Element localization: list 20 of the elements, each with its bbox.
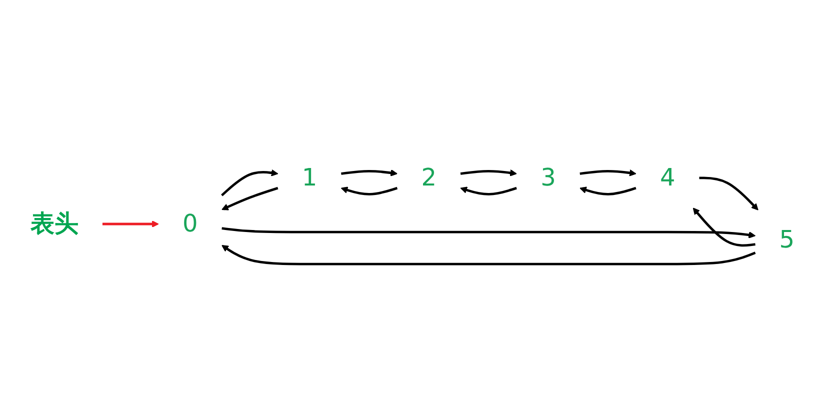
arrow [222,244,756,266]
node-text: 1 [302,164,318,192]
arrow [460,186,517,196]
arrow [102,220,159,228]
node-text: 3 [540,164,556,192]
arrow [222,186,278,210]
arrow [580,186,636,196]
arrow [460,169,517,176]
arrow [340,186,398,196]
node-text: 2 [421,164,437,192]
arrow [699,176,758,210]
arrow [580,169,636,176]
arrow [222,227,756,238]
node-text: 5 [779,226,795,254]
arrow [692,208,756,247]
node-text: 表头 [30,210,78,238]
arrow [341,169,398,176]
node-text: 4 [660,164,676,192]
node-text: 0 [182,210,198,238]
arrow [221,169,278,196]
